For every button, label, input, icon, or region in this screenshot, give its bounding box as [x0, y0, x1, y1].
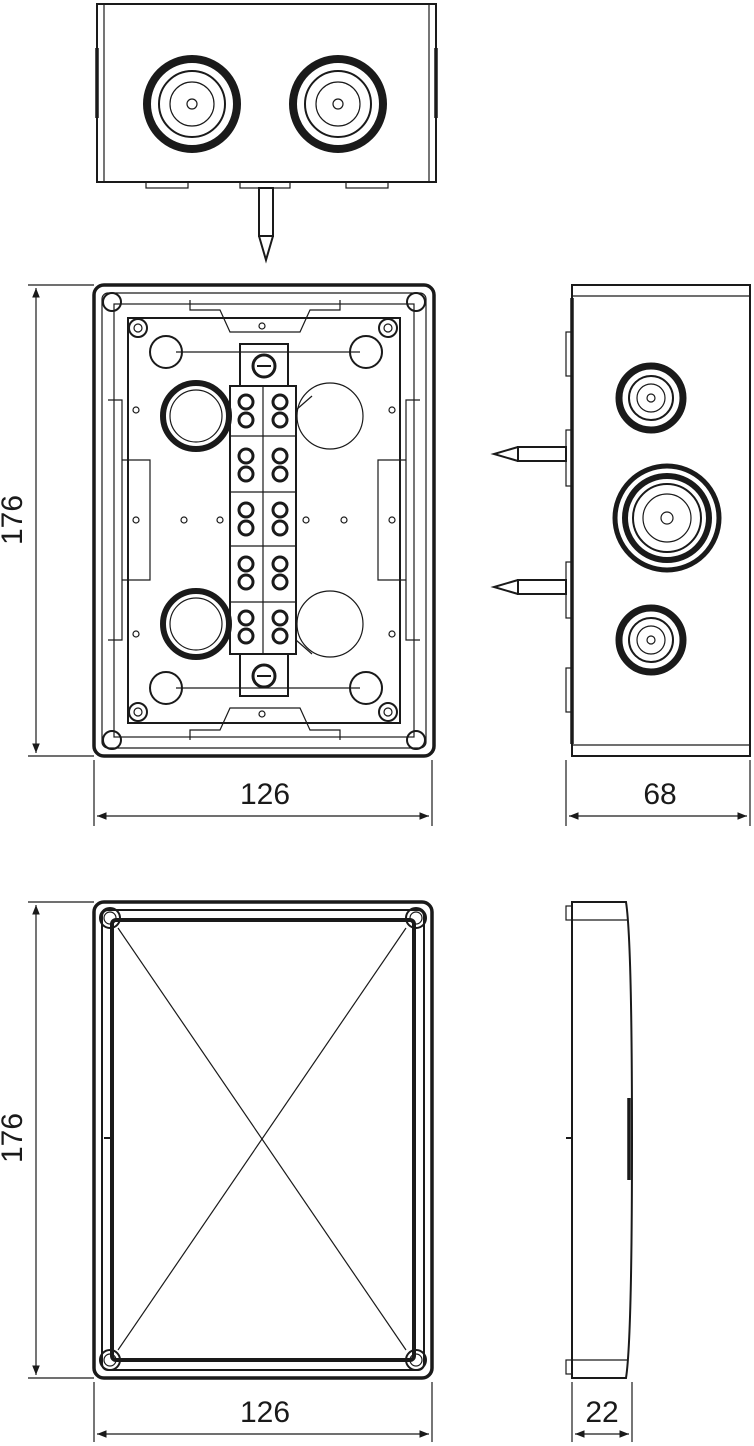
corner-screw-icon: [99, 907, 121, 929]
corner-screw-icon: [102, 702, 148, 750]
front-view-open: [92, 283, 436, 758]
knockout-icon: [160, 380, 232, 452]
side-view: [490, 284, 751, 757]
dim-label-mid-width: 126: [240, 778, 290, 811]
corner-screw-icon: [99, 1349, 121, 1371]
screw-icon: [237, 447, 289, 483]
corner-screw-icon: [102, 292, 148, 338]
dim-label-mid-height: 176: [0, 495, 29, 545]
dim-label-bottom-height: 176: [0, 1113, 29, 1163]
gland-icon: [612, 463, 722, 573]
lid-front-view: [92, 900, 434, 1380]
gland-icon: [289, 55, 387, 153]
corner-screw-icon: [405, 907, 427, 929]
gland-icon: [615, 362, 687, 434]
knockout-icon: [160, 588, 232, 660]
lid-side-view: [565, 901, 634, 1379]
dimension-side-depth: 68: [565, 760, 751, 826]
terminal-block: [229, 343, 297, 697]
gland-icon: [143, 55, 241, 153]
screw-icon: [251, 353, 277, 379]
screw-icon: [237, 609, 289, 645]
screw-icon: [251, 663, 277, 689]
gland-icon: [615, 604, 687, 676]
top-view: [95, 3, 438, 264]
mounting-screw-icon: [258, 187, 274, 264]
dim-label-side-depth: 68: [643, 778, 676, 811]
dimension-mid-height: 176: [0, 284, 94, 757]
corner-screw-icon: [405, 1349, 427, 1371]
dim-label-bottom-width: 126: [240, 1396, 290, 1429]
mounting-screw-icon: [490, 446, 567, 462]
corner-screw-icon: [378, 292, 426, 338]
dimension-mid-width: 126: [93, 760, 433, 826]
screw-icon: [237, 393, 289, 429]
corner-screw-icon: [378, 702, 426, 750]
screw-icon: [237, 501, 289, 537]
screw-icon: [237, 555, 289, 591]
mounting-screw-icon: [490, 579, 567, 595]
dimension-bottom-height: 176: [0, 901, 94, 1379]
dim-label-lid-depth: 22: [585, 1396, 618, 1429]
dimension-lid-depth: 22: [571, 1382, 633, 1442]
dimension-bottom-width: 126: [93, 1382, 433, 1442]
